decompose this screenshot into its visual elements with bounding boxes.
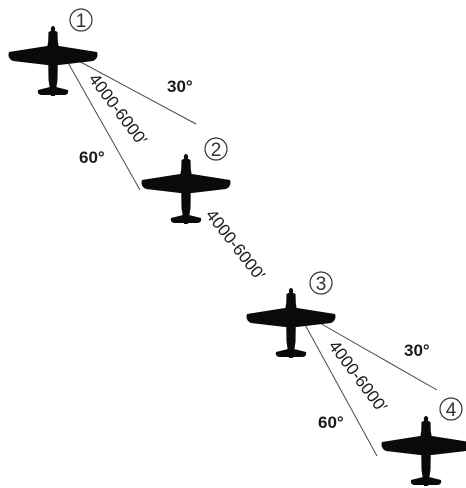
position-badge-3: 3 xyxy=(309,271,333,295)
angle-label-60-upper: 60° xyxy=(79,148,105,167)
aircraft-1 xyxy=(8,26,98,96)
aircraft-icon xyxy=(381,416,466,486)
position-number: 2 xyxy=(211,140,222,161)
aircraft-icon xyxy=(8,26,98,96)
badge-circle xyxy=(309,271,333,295)
angle-label-60-lower: 60° xyxy=(318,413,344,432)
position-badge-4: 4 xyxy=(439,397,463,421)
sight-line-60-upper xyxy=(61,51,141,191)
aircraft-icon xyxy=(246,288,336,358)
angle-label-30-upper: 30° xyxy=(167,77,193,96)
aircraft-4 xyxy=(381,416,466,486)
position-number: 4 xyxy=(446,400,457,421)
position-number: 1 xyxy=(76,11,87,32)
position-number: 3 xyxy=(316,274,327,295)
sight-line-60-lower xyxy=(296,309,378,457)
sight-line-30-upper xyxy=(61,51,197,125)
distance-label-2-3: 4000-6000′ xyxy=(202,206,269,284)
badge-circle xyxy=(69,8,93,32)
position-badge-1: 1 xyxy=(69,8,93,32)
distance-label-3-4: 4000-6000′ xyxy=(325,337,391,416)
badge-circle xyxy=(204,137,228,161)
badge-circle xyxy=(439,397,463,421)
aircraft-3 xyxy=(246,288,336,358)
angle-label-30-lower: 30° xyxy=(404,341,430,360)
position-badge-2: 2 xyxy=(204,137,228,161)
